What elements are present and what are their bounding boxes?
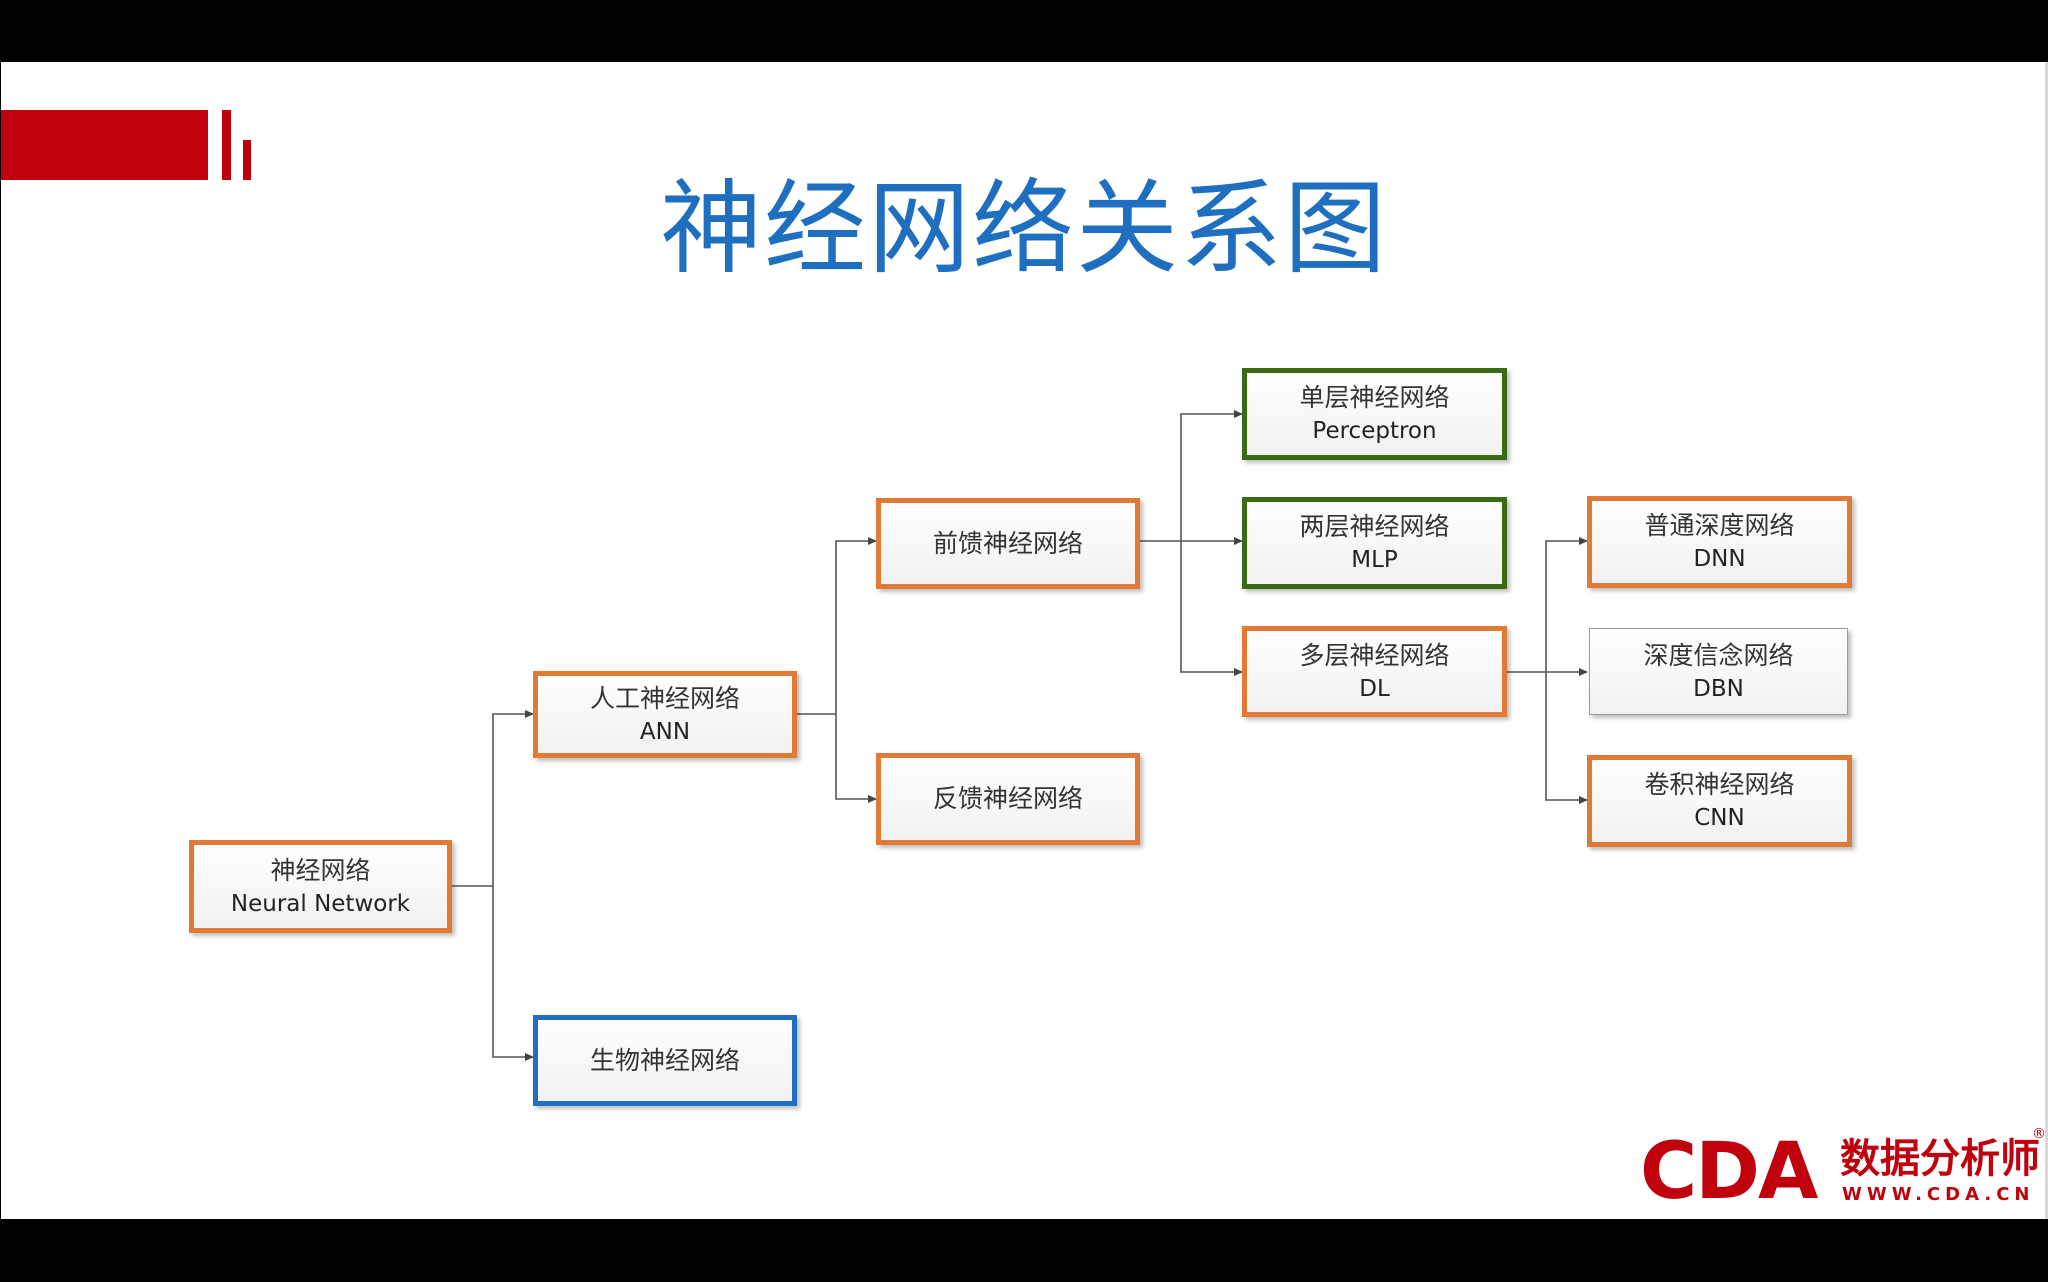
- node-cnn: 卷积神经网络 CNN: [1587, 755, 1852, 847]
- node-label-en: DBN: [1693, 675, 1744, 702]
- connector-ann-feedforward: [835, 537, 877, 714]
- node-label-zh: 神经网络: [270, 855, 371, 885]
- corner-accent-stripe: [243, 140, 251, 180]
- logo-chinese-text: 数据分析师: [1840, 1136, 2040, 1182]
- node-label-zh: 两层神经网络: [1299, 512, 1450, 541]
- connector-dl-dnn: [1545, 537, 1588, 672]
- node-label-zh: 生物神经网络: [589, 1045, 740, 1075]
- registered-mark: ®: [2032, 1126, 2046, 1142]
- node-mlp: 两层神经网络 MLP: [1242, 497, 1507, 589]
- node-label-en: Perceptron: [1312, 418, 1437, 444]
- node-label-en: MLP: [1351, 547, 1398, 573]
- node-label-zh: 前馈神经网络: [932, 528, 1083, 558]
- node-label-zh: 卷积神经网络: [1644, 770, 1795, 799]
- node-dl: 多层神经网络 DL: [1242, 626, 1507, 717]
- cda-logo: CDA 数据分析师 WWW.CDA.CN ®: [1640, 1126, 2046, 1220]
- node-label-zh: 单层神经网络: [1299, 383, 1450, 412]
- connector-ff-perceptron: [1180, 410, 1243, 541]
- node-label-zh: 多层神经网络: [1299, 640, 1450, 670]
- node-feedforward-nn: 前馈神经网络: [876, 498, 1140, 589]
- slide-title: 神经网络关系图: [660, 170, 1388, 289]
- node-label-zh: 人工神经网络: [589, 683, 740, 713]
- node-ann: 人工神经网络 ANN: [533, 671, 797, 758]
- logo-letters: CDA: [1640, 1127, 1818, 1217]
- node-label-en: CNN: [1694, 805, 1745, 831]
- connector-root-ann: [492, 710, 534, 886]
- node-label-en: DNN: [1693, 546, 1746, 572]
- connector-root-bio: [492, 886, 534, 1061]
- node-dbn: 深度信念网络 DBN: [1589, 628, 1848, 715]
- node-feedback-nn: 反馈神经网络: [876, 753, 1140, 845]
- node-label-zh: 反馈神经网络: [932, 784, 1083, 813]
- node-label-en: ANN: [639, 718, 691, 745]
- scrollbar[interactable]: [2045, 62, 2048, 1219]
- node-neural-network: 神经网络 Neural Network: [189, 840, 452, 933]
- node-perceptron: 单层神经网络 Perceptron: [1242, 368, 1507, 460]
- node-biological-nn: 生物神经网络: [533, 1015, 797, 1106]
- corner-accent-stripe: [222, 110, 231, 180]
- node-label-zh: 深度信念网络: [1643, 640, 1794, 670]
- connector-dl-cnn: [1545, 672, 1588, 804]
- logo-url: WWW.CDA.CN: [1842, 1184, 2035, 1205]
- node-label-en: DL: [1359, 675, 1390, 702]
- connector-ann-feedback: [835, 714, 877, 803]
- node-dnn: 普通深度网络 DNN: [1587, 496, 1852, 588]
- node-label-en: Neural Network: [230, 890, 411, 917]
- corner-accent-bar: [1, 110, 208, 180]
- connector-ff-dl: [1180, 541, 1243, 676]
- node-label-zh: 普通深度网络: [1644, 511, 1795, 540]
